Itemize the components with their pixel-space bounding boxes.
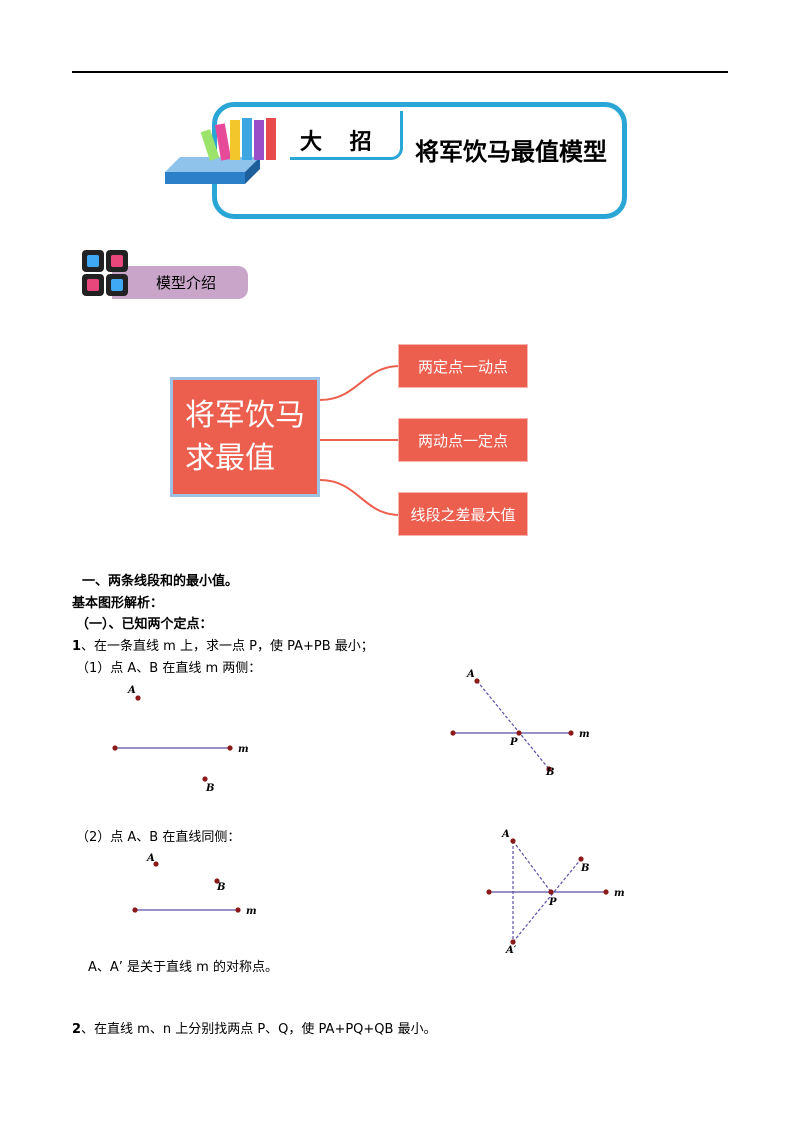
mindmap-branch-3: 线段之差最大值: [398, 492, 528, 536]
top-rule: [72, 71, 728, 73]
problem-1-number: 1: [72, 639, 82, 654]
heading-1: 一、两条线段和的最小值。: [82, 574, 239, 589]
mindmap-connectors: [319, 365, 401, 516]
banner-tag: 大 招: [300, 129, 382, 155]
heading-2: 基本图形解析：: [72, 596, 164, 611]
problem-2-text: 、在直线 m、n 上分别找两点 P、Q，使 PA+PQ+QB 最小。: [81, 1022, 437, 1037]
figure-1-right: A P m B: [450, 669, 590, 778]
fig2l-label-b: B: [216, 882, 225, 893]
fig2r-label-b: B: [580, 863, 589, 874]
blocks-icon: [82, 250, 128, 296]
section-bar: [112, 266, 248, 299]
problem-1-text: 、在一条直线 m 上，求一点 P，使 PA+PB 最小；: [81, 639, 374, 654]
subcase-1: （1）点 A、B 在直线 m 两侧：: [76, 661, 262, 676]
fig1r-label-b: B: [545, 767, 554, 778]
fig2r-label-p: P: [548, 897, 557, 908]
mindmap-center-line2: 求最值: [185, 441, 275, 476]
mindmap-branch-1: 两定点一动点: [398, 344, 528, 388]
books-icon: [165, 118, 276, 184]
fig1r-label-m: m: [579, 729, 590, 740]
problem-2: 2、在直线 m、n 上分别找两点 P、Q，使 PA+PQ+QB 最小。: [72, 1018, 437, 1037]
fig1r-label-p: P: [509, 737, 518, 748]
figure-2-right: A B P m A′: [486, 829, 625, 955]
fig1r-label-a: A: [466, 669, 475, 680]
fig2r-label-a: A: [501, 829, 510, 840]
mindmap-center: 将军饮马 求最值: [170, 377, 320, 497]
figure-2-left: A B m: [132, 853, 257, 917]
fig2r-label-m: m: [614, 888, 625, 899]
fig2l-label-a: A: [146, 853, 155, 864]
symmetry-note: A、A’ 是关于直线 m 的对称点。: [88, 960, 278, 975]
section-label: 模型介绍: [156, 274, 217, 292]
problem-1: 1、在一条直线 m 上，求一点 P，使 PA+PB 最小；: [72, 635, 374, 654]
heading-3: （一）、已知两个定点：: [76, 617, 213, 632]
problem-2-number: 2: [72, 1022, 82, 1037]
fig2r-label-a-prime: A′: [505, 945, 517, 955]
fig2l-label-m: m: [246, 906, 257, 917]
subcase-2: （2）点 A、B 在直线同侧：: [76, 830, 241, 845]
fig1l-label-m: m: [238, 744, 249, 755]
mindmap-center-line1: 将军饮马: [185, 398, 305, 433]
figure-1-left: A m B: [112, 685, 249, 794]
banner-tab: [290, 111, 403, 160]
fig1l-label-b: B: [205, 783, 214, 794]
title-banner: [212, 102, 627, 219]
fig1l-label-a: A: [127, 685, 136, 696]
banner-title: 将军饮马最值模型: [415, 137, 607, 166]
mindmap-branch-2: 两动点一定点: [398, 418, 528, 462]
